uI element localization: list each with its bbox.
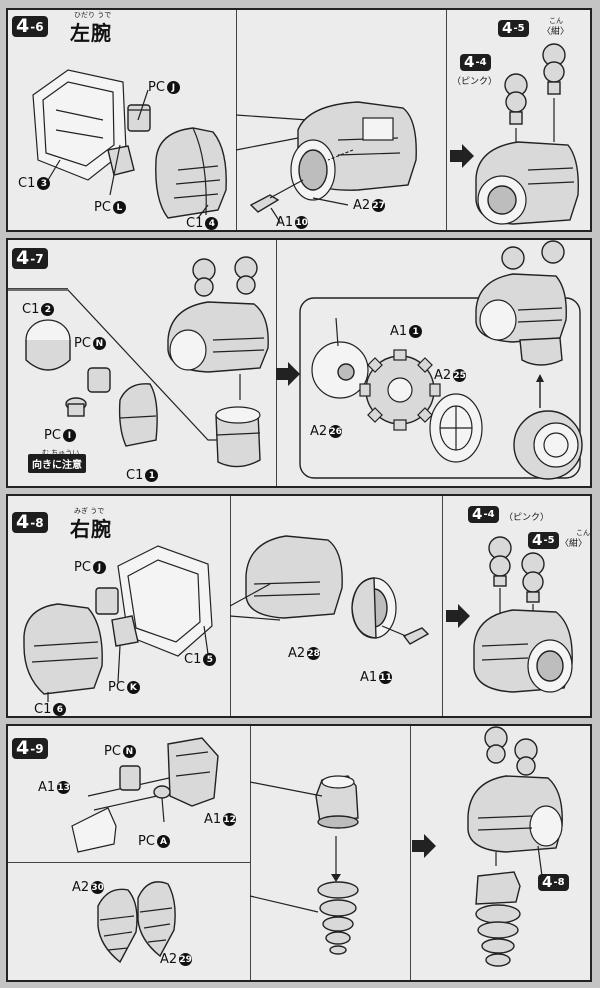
step-4-7-panel: 4 -7	[6, 238, 592, 488]
right-arrow-icon	[450, 144, 474, 168]
step-4-8-badge: 4 -8	[12, 512, 48, 533]
ref-4-4-note: （ピンク）	[452, 77, 498, 87]
warning-orientation: 向きに注意	[28, 454, 86, 473]
ref-4-5-badge: 4-5	[498, 20, 529, 37]
step-4-7-illustration	[8, 240, 583, 480]
step-4-9-illustration	[71, 726, 563, 967]
warning-ruby: む ちゅうい	[42, 449, 80, 457]
step-4-8-title: 右腕	[70, 517, 112, 541]
ref-4-8-badge: 4-8	[538, 874, 569, 891]
step-4-8-ruby: みぎ うで	[74, 507, 105, 515]
step-4-9-badge: 4 -9	[12, 738, 48, 759]
ref-4-5-ruby-right: こん	[576, 529, 590, 537]
step-4-9-panel: 4 -9	[6, 724, 592, 982]
right-arrow-icon	[446, 604, 470, 628]
step-4-6-ruby: ひだり うで	[74, 11, 112, 19]
step-4-6-title: 左腕	[70, 21, 112, 45]
right-arrow-icon	[412, 834, 436, 858]
ref-4-5-ruby: こん	[549, 17, 563, 25]
ref-4-5-note: 〈紺〉	[542, 27, 570, 37]
ref-4-4-note-right: （ピンク）	[504, 513, 550, 523]
step-4-6-illustration	[32, 43, 579, 225]
badge-main: 4	[16, 15, 30, 37]
ref-4-4-badge-right: 4-4	[468, 506, 499, 523]
ref-4-5-badge-right: 4-5	[528, 532, 559, 549]
step-4-8-illustration	[23, 535, 573, 702]
step-4-7-badge: 4 -7	[12, 248, 48, 269]
up-arrow-icon	[536, 374, 544, 408]
ref-4-4-badge: 4-4	[460, 54, 491, 71]
step-4-6-badge: 4 -6	[12, 16, 48, 37]
step-4-8-panel: 4 -8 みぎ うで 右腕	[6, 494, 592, 718]
right-arrow-icon	[276, 362, 300, 386]
step-4-6-panel: 4 -6 ひだり うで 左腕	[6, 8, 592, 232]
badge-sub: -6	[30, 19, 44, 34]
ref-4-5-note-right: 〈紺〉	[560, 539, 588, 549]
